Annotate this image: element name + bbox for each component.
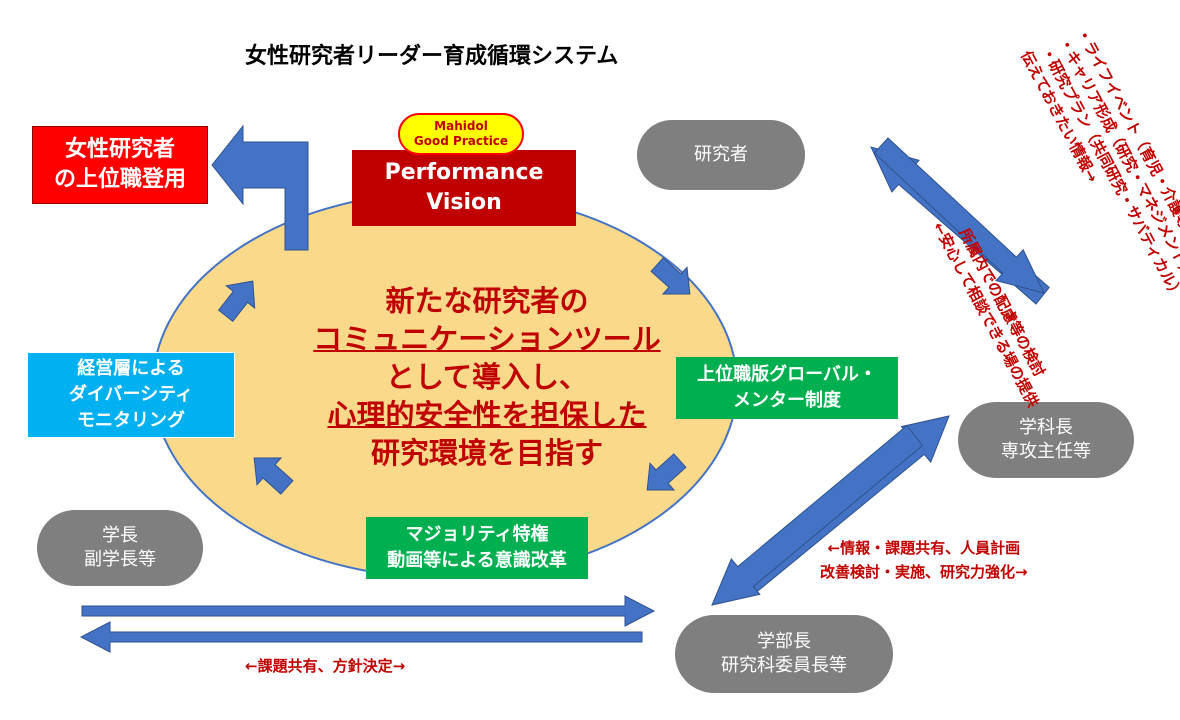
monitoring-line-3: モニタリング (77, 410, 185, 431)
monitoring-line-2: ダイバーシティ (68, 384, 194, 405)
pv-line-2: Vision (426, 190, 502, 215)
dept-head-node: 学科長 専攻主任等 (958, 402, 1134, 478)
president-node: 学長 副学長等 (37, 510, 203, 586)
mentor-line-1: 上位職版グローバル・ (697, 364, 877, 385)
promotion-box: 女性研究者 の上位職登用 (32, 126, 208, 204)
center-line-5: 研究環境を目指す (370, 436, 603, 470)
monitoring-line-1: 経営層による (77, 358, 185, 379)
mahidol-line-2: Good Practice (413, 134, 509, 148)
researcher-label: 研究者 (694, 144, 748, 165)
pv-line-1: Performance (384, 160, 544, 185)
arrow-dean-to-president (79, 621, 643, 653)
researcher-node: 研究者 (637, 120, 805, 190)
arrow-president-to-dean (81, 595, 656, 627)
mentor-system-box: 上位職版グローバル・ メンター制度 (676, 357, 898, 419)
center-line-3: として導入し、 (385, 360, 589, 394)
note-right-line-1: ←情報・課題共有、人員計画 (827, 539, 1021, 557)
note-right-line-2: 改善検討・実施、研究力強化→ (820, 563, 1028, 581)
majority-line-1: マジョリティ特権 (405, 524, 549, 545)
mahidol-badge: Mahidol Good Practice (398, 113, 524, 155)
mahidol-line-1: Mahidol (434, 119, 488, 133)
arrow-depthead-to-dean (711, 424, 924, 606)
center-line-4: 心理的安全性を担保した (327, 398, 647, 432)
performance-vision-box: Performance Vision (352, 150, 576, 226)
note-dean-depthead: ←情報・課題共有、人員計画 改善検討・実施、研究力強化→ (820, 536, 1028, 584)
center-message: 新たな研究者の コミュニケーションツール として導入し、 心理的安全性を担保した… (252, 282, 722, 472)
dept-head-line-2: 専攻主任等 (1001, 441, 1091, 462)
majority-line-2: 動画等による意識改革 (387, 550, 567, 571)
dean-line-2: 研究科委員長等 (721, 655, 847, 676)
promotion-line-1: 女性研究者 (64, 137, 175, 162)
diagram-title: 女性研究者リーダー育成循環システム (245, 44, 619, 69)
note-issue-sharing: ←課題共有、方針決定→ (245, 657, 406, 675)
majority-privilege-box: マジョリティ特権 動画等による意識改革 (366, 517, 588, 579)
center-line-2: コミュニケーションツール (313, 322, 661, 356)
diversity-monitoring-box: 経営層による ダイバーシティ モニタリング (27, 352, 235, 438)
promotion-elbow-arrow (211, 124, 309, 251)
president-line-2: 副学長等 (84, 549, 156, 570)
dean-node: 学部長 研究科委員長等 (675, 615, 893, 693)
promotion-line-2: の上位職登用 (53, 167, 186, 192)
dean-line-1: 学部長 (757, 631, 811, 652)
dept-head-line-1: 学科長 (1019, 417, 1073, 438)
arrow-researcher-side-to-right (873, 137, 1045, 294)
president-line-1: 学長 (102, 525, 138, 546)
mentor-line-2: メンター制度 (733, 390, 841, 411)
center-line-1: 新たな研究者の (385, 284, 589, 318)
